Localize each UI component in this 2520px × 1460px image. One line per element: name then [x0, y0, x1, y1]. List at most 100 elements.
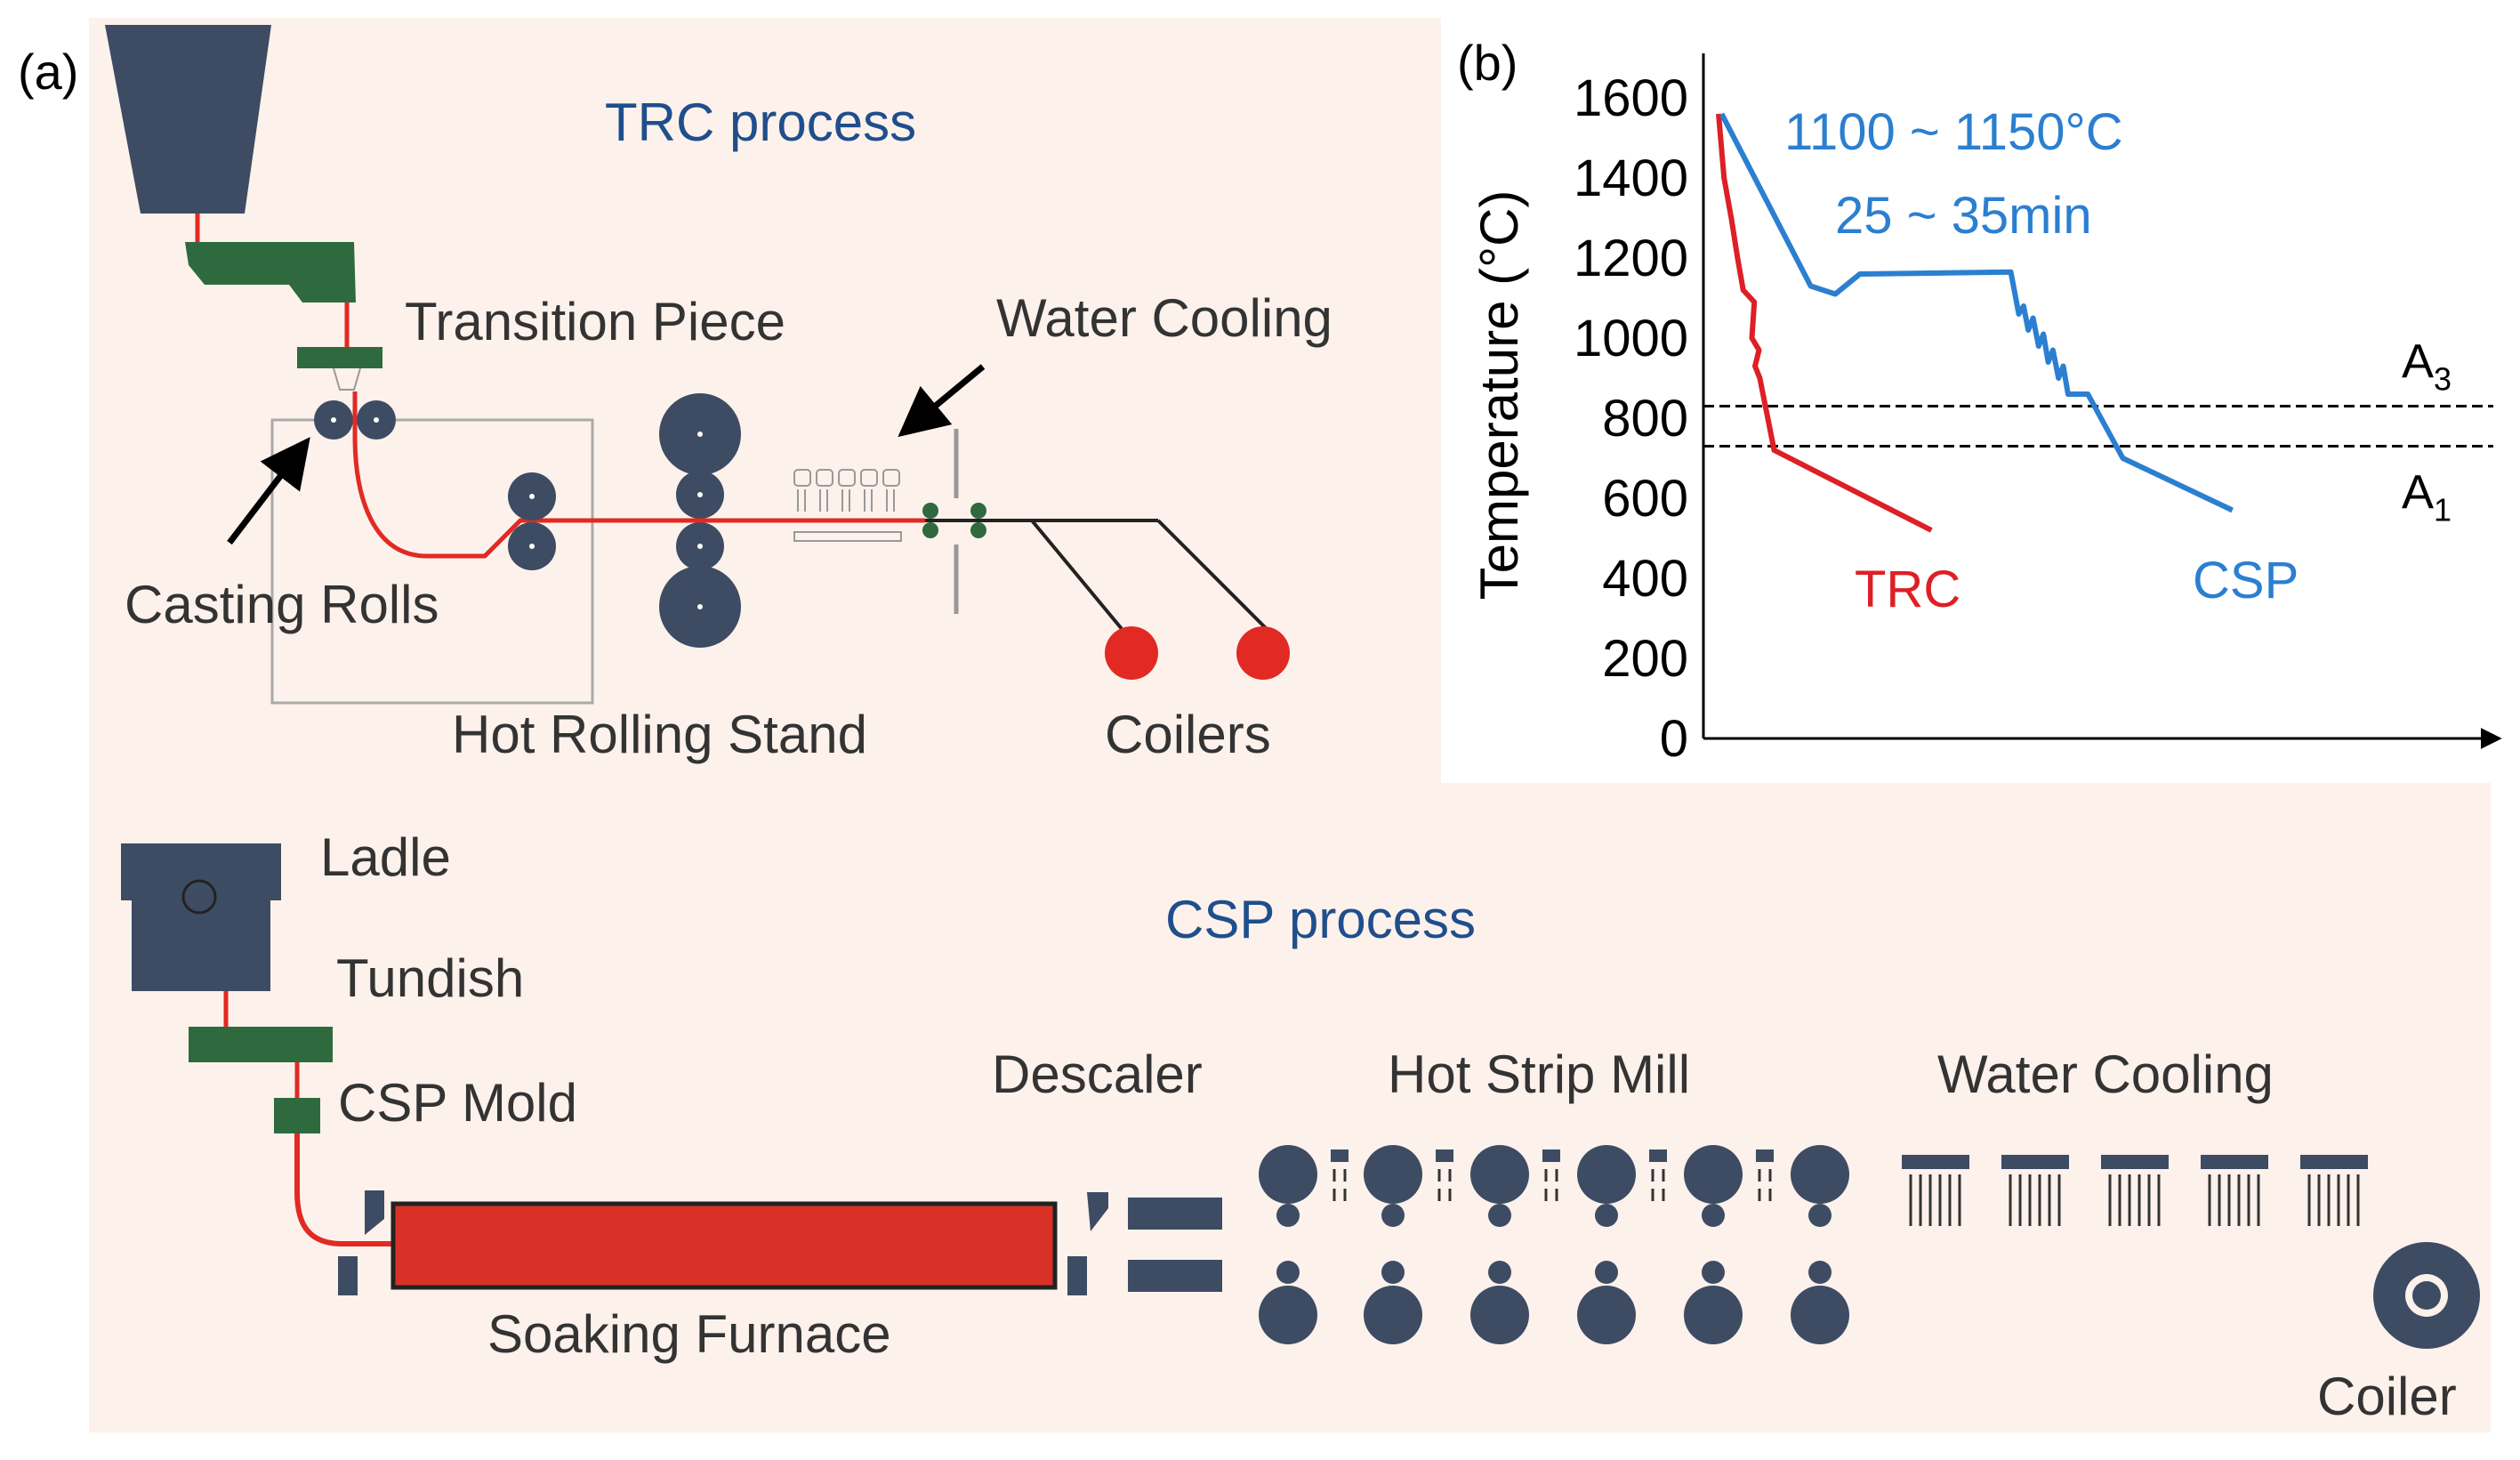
mill-work-roll-bottom — [1381, 1261, 1405, 1284]
y-tick-label: 1200 — [1574, 230, 1688, 287]
tundish-label: Tundish — [336, 948, 524, 1008]
y-tick-label: 200 — [1602, 630, 1688, 688]
mill-work-roll-bottom — [1276, 1261, 1300, 1284]
interstand-header — [1542, 1149, 1560, 1162]
mill-backup-roll-top — [1791, 1145, 1849, 1204]
csp-guide-left-bottom — [338, 1256, 358, 1295]
trc-pinch-green-3 — [970, 503, 986, 519]
interstand-header — [1436, 1149, 1453, 1162]
trc-pinch-green-4 — [970, 522, 986, 538]
csp-process-title: CSP process — [1165, 890, 1476, 949]
casting-roll-left-hub — [331, 417, 336, 423]
series-lines — [1716, 112, 2234, 533]
mill-work-roll-top — [1488, 1204, 1511, 1227]
coiler-label: Coiler — [2317, 1367, 2457, 1426]
trc-strip-cool — [925, 519, 1269, 632]
cooling-header — [2101, 1155, 2169, 1169]
csp-strand — [294, 1133, 391, 1246]
csp-mold-label: CSP Mold — [338, 1073, 577, 1133]
reference-line-subscript: 1 — [2434, 492, 2452, 528]
casting-roll-right-hub — [374, 417, 379, 423]
trc-spray-head-2 — [816, 469, 833, 487]
series-label-csp: CSP — [2193, 552, 2299, 609]
transition-piece-label: Transition Piece — [405, 292, 785, 351]
trc-strip-hot — [352, 391, 925, 559]
trc-pinch-roll-bottom-hub — [529, 544, 535, 549]
hot-rolling-hub-2 — [697, 492, 703, 497]
trc-ladle-hopper — [105, 25, 271, 214]
annotation-temperature: 1100 ~ 1150°C — [1784, 103, 2123, 161]
trc-coiler-1 — [1105, 626, 1158, 680]
trc-spray-head-4 — [860, 469, 878, 487]
cooling-spray-lines — [1909, 1174, 1961, 1226]
trc-spray-head-5 — [882, 469, 900, 487]
interstand-header — [1331, 1149, 1349, 1162]
panel-b-chart: (b) Temperature (°C) 0200400600800100012… — [1441, 9, 2517, 783]
csp-guide-right-top — [1087, 1192, 1108, 1231]
trc-coiler-2 — [1236, 626, 1290, 680]
csp-coiler-core — [2412, 1281, 2441, 1310]
cooling-spray-lines — [2208, 1174, 2260, 1226]
y-tick-label: 400 — [1602, 550, 1688, 608]
interstand-header — [1649, 1149, 1667, 1162]
mill-backup-roll-bottom — [1364, 1286, 1422, 1344]
csp-guide-right-bottom — [1067, 1256, 1087, 1295]
mill-backup-roll-bottom — [1577, 1286, 1636, 1344]
descaler-bottom — [1128, 1260, 1222, 1292]
water-cooling-arrow — [898, 364, 986, 438]
y-tick-label: 1000 — [1574, 310, 1688, 367]
cooling-header — [2300, 1155, 2368, 1169]
cooling-spray-lines — [2009, 1174, 2061, 1226]
series-line-csp — [1719, 112, 2234, 513]
soaking-furnace — [390, 1201, 1058, 1290]
trc-tundish — [185, 242, 356, 302]
hot-rolling-stand-label: Hot Rolling Stand — [452, 705, 867, 764]
casting-rolls-box — [270, 418, 594, 705]
trc-spray-bottom — [793, 531, 902, 542]
interstand-spray — [1437, 1169, 1452, 1201]
trc-pinch-roll-top-hub — [529, 494, 535, 499]
trc-pinch-green-1 — [922, 503, 938, 519]
panel-a-label: (a) — [18, 44, 78, 100]
casting-rolls-arrow — [227, 437, 310, 545]
mill-backup-roll-top — [1470, 1145, 1529, 1204]
annotation-time: 25 ~ 35min — [1835, 187, 2092, 245]
csp-water-cooling — [1902, 1155, 2368, 1226]
interstand-spray — [1544, 1169, 1558, 1201]
trc-spray-head-1 — [793, 469, 811, 487]
interstand-spray — [1651, 1169, 1665, 1201]
trc-process-diagram: TRC process Transition Piece — [105, 25, 1332, 764]
descaler-label: Descaler — [992, 1045, 1203, 1104]
cooling-header — [1902, 1155, 1969, 1169]
trc-spray-head-3 — [838, 469, 856, 487]
mill-work-roll-bottom — [1702, 1261, 1725, 1284]
interstand-header — [1756, 1149, 1774, 1162]
mill-backup-roll-bottom — [1259, 1286, 1317, 1344]
csp-water-cooling-label: Water Cooling — [1937, 1045, 2274, 1104]
panel-b-label: (b) — [1457, 35, 1518, 91]
csp-ladle-trunnion — [181, 879, 217, 915]
trc-pinch-green-2 — [922, 522, 938, 538]
trc-water-cooling-sprays — [793, 429, 959, 614]
y-tick-label: 800 — [1602, 390, 1688, 448]
y-tick-label: 600 — [1602, 470, 1688, 528]
soaking-furnace-label: Soaking Furnace — [487, 1304, 891, 1364]
mill-work-roll-top — [1595, 1204, 1618, 1227]
mill-backup-roll-bottom — [1470, 1286, 1529, 1344]
mill-backup-roll-top — [1577, 1145, 1636, 1204]
mill-work-roll-bottom — [1595, 1261, 1618, 1284]
casting-rolls-label: Casting Rolls — [125, 575, 439, 634]
trc-transition-piece — [297, 347, 382, 368]
hot-strip-mill-label: Hot Strip Mill — [1388, 1045, 1690, 1104]
mill-work-roll-top — [1381, 1204, 1405, 1227]
y-axis-title: Temperature (°C) — [1469, 190, 1529, 601]
mill-backup-roll-top — [1259, 1145, 1317, 1204]
trc-water-cooling-label: Water Cooling — [996, 288, 1332, 348]
y-tick-label: 1600 — [1574, 69, 1688, 127]
mill-backup-roll-bottom — [1791, 1286, 1849, 1344]
mill-work-roll-bottom — [1488, 1261, 1511, 1284]
chart-background — [1441, 9, 2517, 783]
